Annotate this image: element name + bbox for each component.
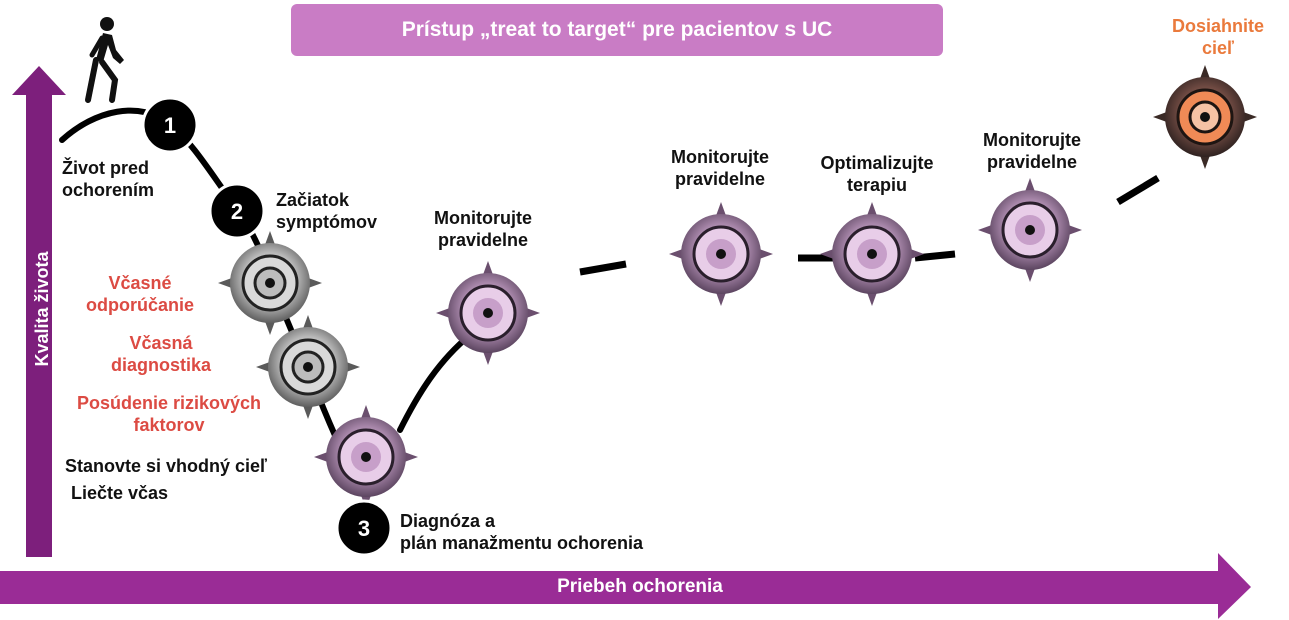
page-title: Prístup „treat to target“ pre pacientov …	[291, 4, 943, 56]
step-2-number: 2	[231, 199, 243, 224]
step-3-marker: 3	[335, 499, 393, 557]
target-icon	[218, 231, 322, 335]
dash-segment	[1116, 174, 1160, 206]
target-icon	[314, 405, 418, 509]
target-icon	[978, 178, 1082, 282]
step-1-number: 1	[164, 113, 176, 138]
recovery-curve	[397, 332, 473, 433]
step-2-marker: 2	[208, 182, 266, 240]
step-3-number: 3	[358, 516, 370, 541]
dash-segment	[579, 260, 627, 276]
x-axis-label: Priebeh ochorenia	[557, 576, 723, 597]
x-axis-arrow	[0, 553, 1251, 619]
target-icon	[256, 315, 360, 419]
y-axis-arrow	[12, 66, 66, 557]
treat-early-label: Liečte včas	[71, 483, 169, 503]
target-icon	[820, 202, 924, 306]
set-goal-label: Stanovte si vhodný cieľ	[65, 456, 267, 476]
target-icon	[669, 202, 773, 306]
walking-person-icon	[85, 17, 124, 103]
step-1-marker: 1	[141, 96, 199, 154]
goal-target-icon	[1153, 65, 1257, 169]
target-icon	[436, 261, 540, 365]
dash-segment	[914, 250, 956, 262]
y-axis-label: Kvalita života	[32, 251, 52, 367]
